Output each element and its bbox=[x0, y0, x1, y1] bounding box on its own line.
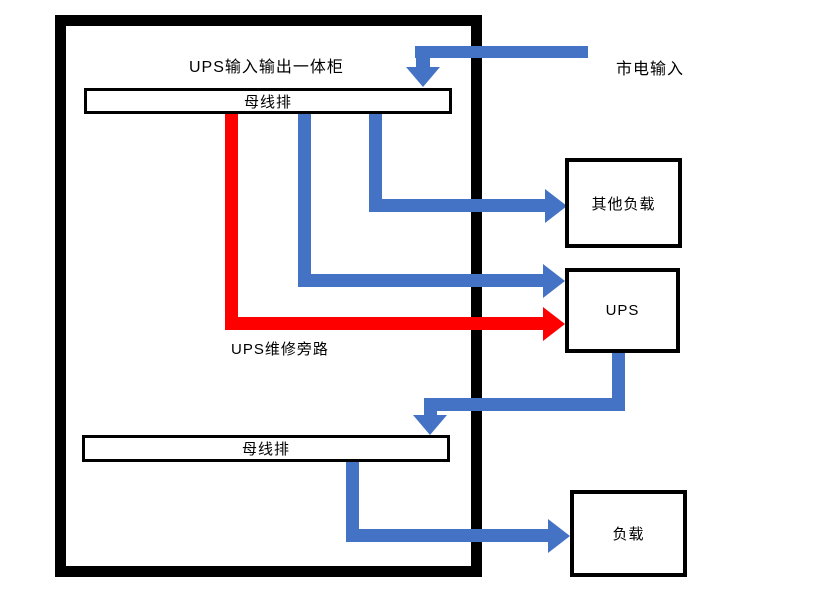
busbar-bottom: 母线排 bbox=[82, 435, 450, 462]
load-box: 负载 bbox=[570, 490, 687, 577]
arrowhead-down-icon bbox=[406, 67, 440, 87]
ups-box: UPS bbox=[565, 268, 680, 353]
ups-label: UPS bbox=[605, 302, 640, 319]
ups-feed-vertical-segment bbox=[298, 112, 311, 287]
arrowhead-right-icon bbox=[545, 189, 567, 223]
ups-output-drop-segment bbox=[424, 398, 437, 416]
other-load-label: 其他负载 bbox=[591, 195, 656, 213]
bypass-vertical-segment bbox=[225, 112, 238, 330]
mains-input-horizontal-segment bbox=[415, 46, 588, 58]
mains-input-vertical-segment bbox=[416, 46, 430, 68]
arrowhead-right-icon bbox=[548, 519, 570, 553]
bypass-horizontal-segment bbox=[225, 317, 543, 330]
other-load-vertical-segment bbox=[369, 112, 382, 212]
ups-feed-horizontal-segment bbox=[298, 274, 543, 287]
busbar-top-label: 母线排 bbox=[243, 93, 292, 111]
busbar-bottom-label: 母线排 bbox=[241, 441, 290, 458]
mains-input-label: 市电输入 bbox=[616, 61, 685, 78]
ups-output-vertical-segment bbox=[612, 352, 625, 411]
ups-output-horizontal-segment bbox=[424, 398, 625, 411]
arrowhead-down-icon bbox=[413, 415, 447, 435]
ups-bypass-label: UPS维修旁路 bbox=[231, 341, 329, 358]
other-load-horizontal-segment bbox=[369, 199, 545, 212]
load-label: 负载 bbox=[612, 526, 645, 543]
arrowhead-right-icon bbox=[543, 264, 565, 298]
load-vertical-segment bbox=[346, 460, 359, 542]
load-horizontal-segment bbox=[346, 529, 548, 542]
cabinet-title: UPS输入输出一体柜 bbox=[189, 59, 344, 76]
arrowhead-right-icon bbox=[543, 307, 565, 341]
cabinet-outline bbox=[55, 15, 482, 577]
other-load-box: 其他负载 bbox=[565, 158, 682, 248]
busbar-top: 母线排 bbox=[84, 88, 452, 114]
